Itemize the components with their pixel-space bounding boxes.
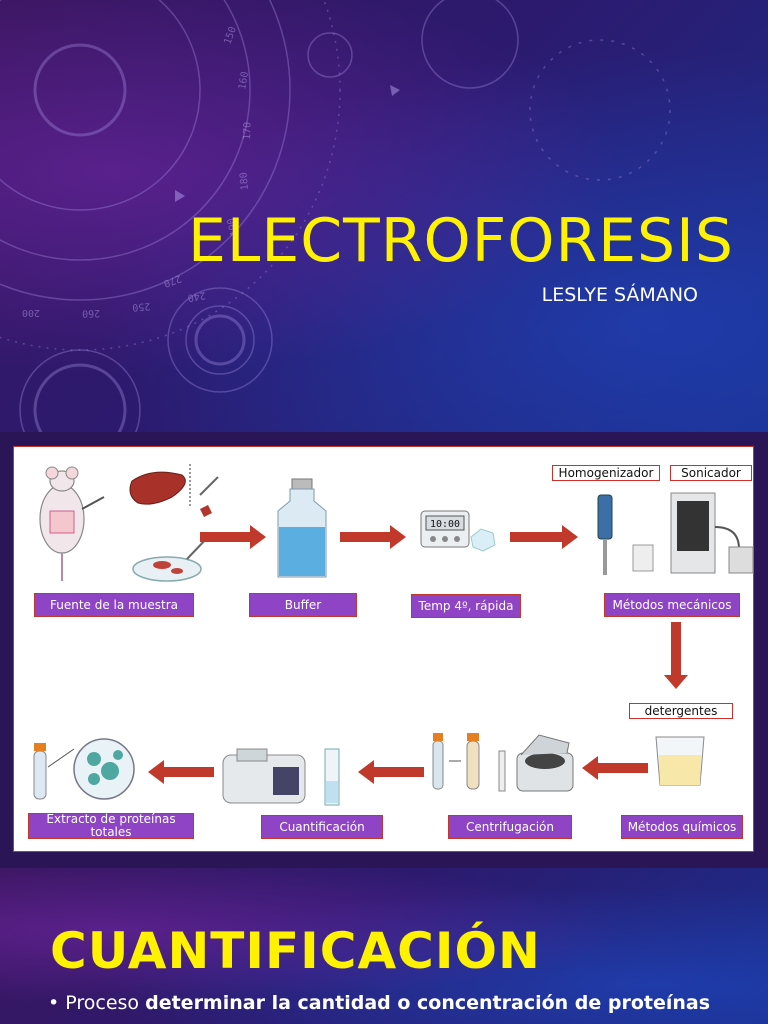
mechanical-equipment-illustration (597, 492, 754, 575)
flow-arrows (148, 525, 688, 784)
protein-extraction-diagram: 10:00 Homogenizador Sonicador Fuente de … (13, 446, 754, 852)
title-slide: 150 160 170 180 190 200 240 250 260 270 … (0, 0, 768, 432)
step-temperature: Temp 4º, rápida (411, 594, 521, 618)
quantification-illustration (222, 748, 340, 806)
timer-illustration: 10:00 (420, 510, 496, 552)
deco-number: 180 (238, 172, 251, 191)
quantification-slide: CUANTIFICACIÓN • Proceso determinar la c… (0, 868, 768, 1024)
step-centrifugation: Centrifugación (448, 815, 572, 839)
step-sample-source: Fuente de la muestra (34, 593, 194, 617)
timer-display: 10:00 (430, 519, 460, 530)
bullet-lead-text: Proceso (65, 992, 140, 1014)
chemical-beaker-illustration (655, 736, 705, 786)
step-mechanical-methods: Métodos mecánicos (604, 593, 740, 617)
bullet-bold-text: determinar la cantidad o concentración d… (145, 992, 711, 1014)
deco-number: 190 (226, 217, 241, 237)
deco-number: 170 (242, 122, 254, 140)
step-protein-extract: Extracto de proteínas totales (28, 813, 194, 839)
author-name: LESLYE SÁMANO (541, 284, 698, 306)
deco-number: 160 (237, 71, 251, 91)
decorative-background: 150 160 170 180 190 200 240 250 260 270 (0, 0, 671, 432)
bullet-point: • Proceso determinar la cantidad o conce… (48, 989, 722, 1017)
step-quantification: Cuantificación (261, 815, 383, 839)
bullet-marker: • (48, 992, 66, 1014)
homogenizer-label: Homogenizador (552, 465, 660, 481)
deco-number: 240 (187, 289, 207, 303)
sonicator-label: Sonicador (670, 465, 752, 481)
step-buffer: Buffer (249, 593, 357, 617)
presentation-title: ELECTROFORESIS (188, 206, 734, 276)
deco-number: 150 (222, 25, 239, 46)
protein-extract-illustration (33, 738, 135, 800)
deco-number: 270 (162, 272, 183, 289)
section-title: CUANTIFICACIÓN (50, 922, 541, 980)
deco-number: 200 (22, 307, 40, 318)
deco-number: 260 (82, 307, 100, 319)
step-chemical-methods: Métodos químicos (621, 815, 743, 839)
buffer-bottle-illustration (277, 478, 327, 578)
deco-number: 250 (132, 300, 151, 313)
centrifugation-illustration (432, 733, 574, 792)
detergents-label: detergentes (629, 703, 733, 719)
